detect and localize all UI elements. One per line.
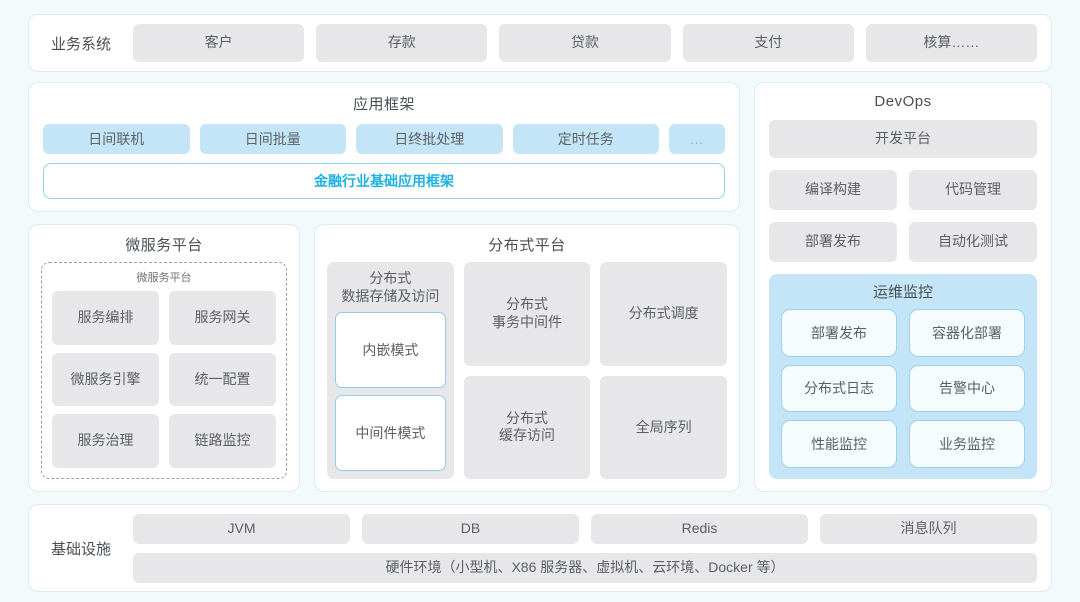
microservice-platform-title: 微服务平台 [125, 237, 203, 254]
ops-monitoring-section: 运维监控 部署发布 容器化部署 分布式日志 告警中心 性能监控 业务监控 [769, 274, 1037, 479]
app-framework-item-more[interactable]: ... [669, 124, 725, 154]
app-framework-item-daytime-batch[interactable]: 日间批量 [199, 124, 346, 154]
microservice-item-service-orchestration[interactable]: 服务编排 [52, 291, 159, 345]
financial-base-framework-banner[interactable]: 金融行业基础应用框架 [43, 163, 725, 199]
ops-item-business-monitoring[interactable]: 业务监控 [909, 420, 1025, 468]
global-sequence-cell[interactable]: 全局序列 [600, 375, 727, 479]
infrastructure-stack: JVM DB Redis 消息队列 硬件环境（小型机、X86 服务器、虚拟机、云… [133, 513, 1037, 583]
distributed-cache-access-line1: 分布式 [505, 409, 548, 426]
ops-item-distributed-logs[interactable]: 分布式日志 [781, 364, 897, 413]
app-framework-item-scheduled-task[interactable]: 定时任务 [512, 124, 659, 154]
left-column: 应用框架 日间联机 日间批量 日终批处理 定时任务 ... 金融行业基础应用框架… [28, 82, 740, 492]
ops-monitoring-title: 运维监控 [872, 284, 933, 301]
microservice-platform-grid: 服务编排 服务网关 微服务引擎 统一配置 服务治理 链路监控 [52, 291, 276, 468]
ops-item-deploy-release[interactable]: 部署发布 [781, 309, 897, 357]
business-systems-chip-list: 客户 存款 贷款 支付 核算…… [133, 24, 1038, 62]
devops-title: DevOps [874, 93, 932, 110]
distributed-transaction-middleware-line2: 事务中间件 [491, 313, 562, 330]
business-system-item-accounting[interactable]: 核算…… [865, 24, 1038, 62]
business-system-item-customer[interactable]: 客户 [133, 24, 305, 62]
distributed-platform-grid: 分布式 数据存储及访问 内嵌模式 中间件模式 分布式 事务中间件 [327, 262, 727, 479]
business-system-item-loan[interactable]: 贷款 [499, 24, 671, 62]
microservice-item-service-gateway[interactable]: 服务网关 [169, 291, 276, 345]
storage-mode-middleware[interactable]: 中间件模式 [335, 395, 446, 471]
application-framework-section: 应用框架 日间联机 日间批量 日终批处理 定时任务 ... 金融行业基础应用框架 [28, 82, 740, 212]
devops-row-2: 部署发布 自动化测试 [769, 222, 1037, 262]
distributed-cache-access-cell[interactable]: 分布式 缓存访问 [463, 375, 591, 479]
infrastructure-section: 基础设施 JVM DB Redis 消息队列 硬件环境（小型机、X86 服务器、… [28, 504, 1052, 592]
infrastructure-item-message-queue[interactable]: 消息队列 [820, 513, 1037, 544]
devops-item-compile-build[interactable]: 编译构建 [769, 170, 897, 210]
microservice-item-microservice-engine[interactable]: 微服务引擎 [52, 352, 159, 407]
infrastructure-label: 基础设施 [50, 540, 111, 558]
distributed-data-storage-title-line2: 数据存储及访问 [341, 287, 440, 304]
ops-item-containerized-deployment[interactable]: 容器化部署 [909, 309, 1025, 357]
right-column: DevOps 开发平台 编译构建 代码管理 部署发布 自动化测试 运维监控 部署… [754, 82, 1052, 492]
distributed-transaction-middleware-line1: 分布式 [505, 296, 548, 313]
infrastructure-item-db[interactable]: DB [362, 513, 579, 544]
distributed-data-storage-title-line1: 分布式 [369, 270, 412, 286]
distributed-platform-title: 分布式平台 [488, 237, 566, 254]
microservice-platform-inner-title: 微服务平台 [136, 272, 192, 284]
microservice-item-service-governance[interactable]: 服务治理 [52, 414, 159, 468]
devops-item-code-management[interactable]: 代码管理 [909, 170, 1037, 210]
ops-item-performance-monitoring[interactable]: 性能监控 [781, 420, 897, 468]
app-framework-item-daytime-online[interactable]: 日间联机 [43, 124, 190, 154]
business-system-item-payment[interactable]: 支付 [682, 24, 854, 62]
distributed-platform-section: 分布式平台 分布式 数据存储及访问 内嵌模式 中间件模式 [314, 224, 740, 492]
distributed-scheduling-cell[interactable]: 分布式调度 [600, 262, 727, 366]
platforms-row: 微服务平台 微服务平台 服务编排 服务网关 微服务引擎 统一配置 服务治理 链路… [28, 224, 740, 492]
business-systems-label: 业务系统 [50, 35, 111, 53]
business-system-item-deposit[interactable]: 存款 [316, 24, 488, 62]
microservice-platform-section: 微服务平台 微服务平台 服务编排 服务网关 微服务引擎 统一配置 服务治理 链路… [28, 224, 300, 492]
microservice-platform-inner-box: 微服务平台 服务编排 服务网关 微服务引擎 统一配置 服务治理 链路监控 [41, 262, 287, 479]
distributed-data-storage-title: 分布式 数据存储及访问 [335, 270, 446, 305]
application-framework-chip-list: 日间联机 日间批量 日终批处理 定时任务 ... [43, 124, 725, 154]
storage-mode-embedded[interactable]: 内嵌模式 [335, 312, 446, 388]
devops-item-dev-platform[interactable]: 开发平台 [769, 120, 1037, 158]
application-framework-title: 应用框架 [352, 96, 415, 113]
distributed-data-storage-cell[interactable]: 分布式 数据存储及访问 内嵌模式 中间件模式 [327, 262, 454, 479]
app-framework-item-eod-batch[interactable]: 日终批处理 [356, 124, 503, 154]
microservice-item-unified-config[interactable]: 统一配置 [169, 352, 276, 407]
ops-monitoring-grid: 部署发布 容器化部署 分布式日志 告警中心 性能监控 业务监控 [781, 309, 1025, 468]
middle-region: 应用框架 日间联机 日间批量 日终批处理 定时任务 ... 金融行业基础应用框架… [28, 82, 1052, 492]
infrastructure-hardware-environment[interactable]: 硬件环境（小型机、X86 服务器、虚拟机、云环境、Docker 等） [133, 552, 1037, 583]
infrastructure-item-redis[interactable]: Redis [591, 513, 808, 544]
distributed-transaction-middleware-cell[interactable]: 分布式 事务中间件 [463, 262, 591, 366]
devops-section: DevOps 开发平台 编译构建 代码管理 部署发布 自动化测试 运维监控 部署… [754, 82, 1052, 492]
business-systems-section: 业务系统 客户 存款 贷款 支付 核算…… [28, 14, 1052, 72]
devops-row-1: 编译构建 代码管理 [769, 170, 1037, 210]
microservice-item-trace-monitoring[interactable]: 链路监控 [169, 414, 276, 468]
ops-item-alert-center[interactable]: 告警中心 [909, 364, 1025, 413]
devops-item-deploy-release[interactable]: 部署发布 [769, 222, 897, 262]
distributed-cache-access-line2: 缓存访问 [498, 427, 555, 444]
global-sequence-line1: 全局序列 [635, 418, 692, 435]
distributed-scheduling-line1: 分布式调度 [628, 305, 699, 321]
devops-item-automated-testing[interactable]: 自动化测试 [909, 222, 1037, 262]
infrastructure-item-jvm[interactable]: JVM [133, 513, 350, 544]
infrastructure-chip-list: JVM DB Redis 消息队列 [133, 513, 1037, 544]
